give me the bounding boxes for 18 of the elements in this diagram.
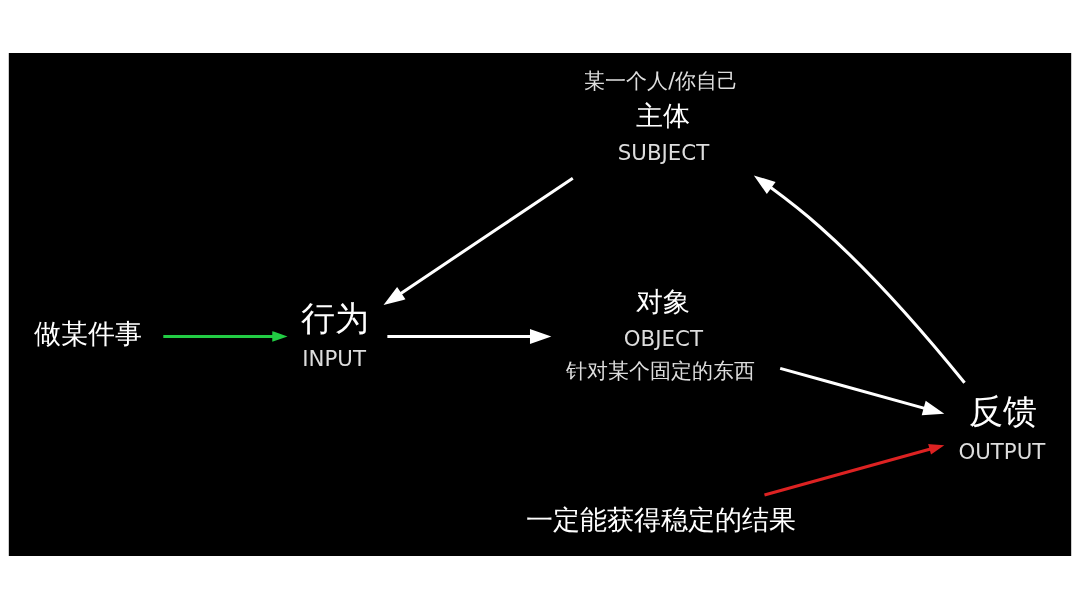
node-text: 一定能获得稳定的结果 <box>526 503 797 535</box>
node-label: 某一个人/你自己 <box>584 67 739 93</box>
node-text: 主体 <box>636 99 691 131</box>
node-label: INPUT <box>302 345 366 371</box>
arrow <box>764 443 945 496</box>
node-label: OUTPUT <box>958 438 1046 464</box>
node-label: 针对某个固定的东西 <box>565 357 755 383</box>
node-text: 行为 <box>301 298 370 338</box>
node-text: 做某件事 <box>33 317 142 349</box>
node-label: OBJECT <box>623 325 703 351</box>
arrow <box>387 328 552 344</box>
node-text: 反馈 <box>969 391 1038 431</box>
arrow <box>383 176 574 305</box>
node-text: 对象 <box>636 285 691 317</box>
arrow <box>163 330 288 342</box>
arrow <box>753 174 966 384</box>
arrow <box>779 366 945 415</box>
node-label: SUBJECT <box>617 139 710 165</box>
